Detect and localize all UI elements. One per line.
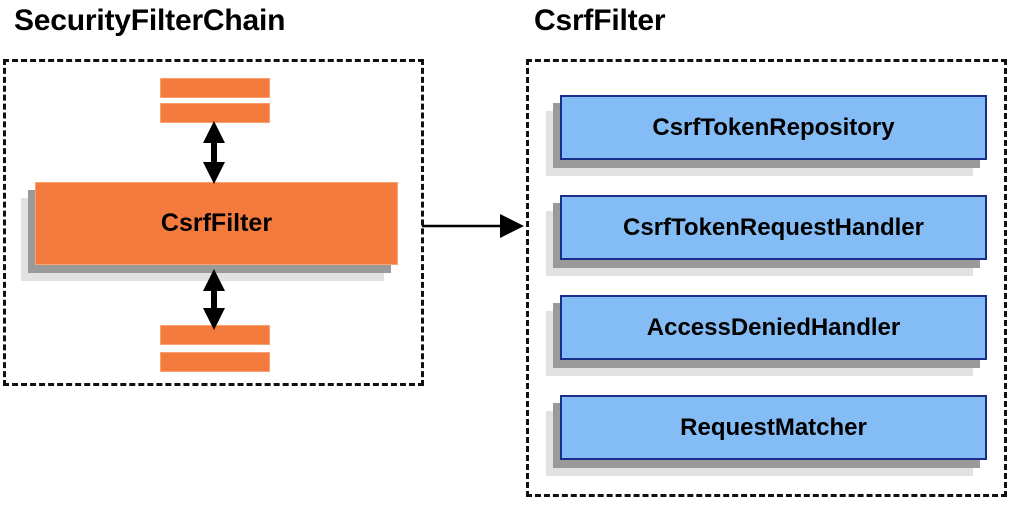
security-filter-chain-panel [3, 59, 424, 386]
connector-arrow-left-to-right [422, 214, 524, 238]
csrffilter-box[interactable]: CsrfFilter [35, 182, 398, 265]
filter-bar-bottom-2 [160, 352, 270, 372]
page-title-csrf-filter: CsrfFilter [534, 4, 666, 37]
csrffilter-components-panel [526, 59, 1007, 497]
filter-bar-bottom-1 [160, 325, 270, 345]
component-box-access-denied-handler[interactable]: AccessDeniedHandler [560, 295, 987, 360]
filter-bar-top-1 [160, 78, 270, 98]
filter-bar-top-2 [160, 103, 270, 123]
component-box-csrf-token-repository[interactable]: CsrfTokenRepository [560, 95, 987, 160]
component-box-csrf-token-request-handler[interactable]: CsrfTokenRequestHandler [560, 195, 987, 260]
page-title-security-filter-chain: SecurityFilterChain [14, 4, 286, 37]
component-box-request-matcher[interactable]: RequestMatcher [560, 395, 987, 460]
